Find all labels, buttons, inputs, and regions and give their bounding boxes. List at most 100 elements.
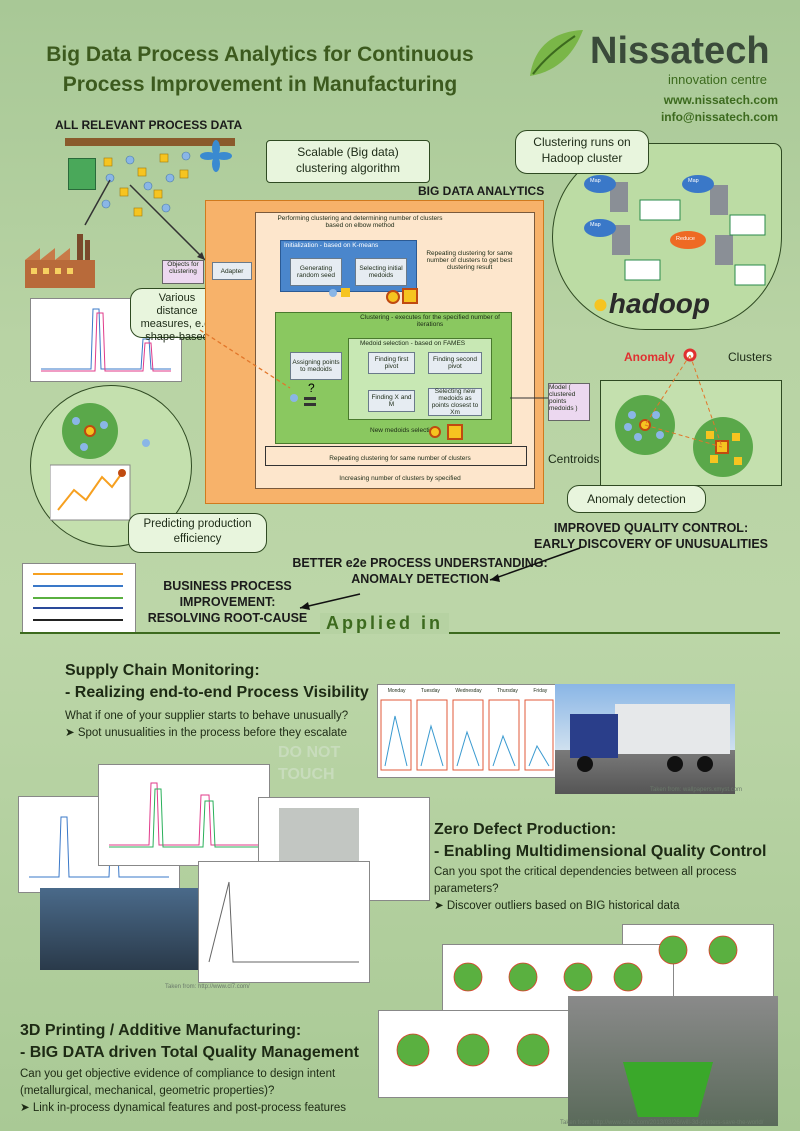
zero-credit: Taken from: http://www.cl7.com/ — [165, 984, 250, 990]
supply-chain-heading: Supply Chain Monitoring: - Realizing end… — [65, 660, 369, 704]
day-tuesday: Tuesday — [420, 688, 440, 694]
scalable-line-1: Scalable (Big data) — [297, 145, 399, 159]
website-link[interactable]: www.nissatech.com — [663, 93, 778, 107]
clusters-label: Clusters — [728, 350, 773, 364]
find-xm-step: Finding X and M — [368, 390, 415, 412]
repeat-same-box — [265, 446, 527, 466]
map-label-3: Map — [590, 222, 601, 228]
assign-points-step: Assigning points to medoids — [290, 352, 342, 380]
anomaly-detection-label: Anomaly detection — [567, 485, 706, 513]
conveyor-belt — [65, 138, 235, 146]
supply-bullet: Spot unusualities in the process before … — [77, 727, 347, 739]
first-pivot-step: Finding first pivot — [368, 352, 415, 374]
title-line-1: Big Data Process Analytics for Continuou… — [46, 43, 474, 66]
business-chart-thumbnail — [22, 563, 136, 633]
new-medoid-markers — [429, 424, 463, 440]
fan-blade-icons — [396, 935, 738, 1117]
improved-line-1: IMPROVED QUALITY CONTROL: — [553, 521, 749, 535]
hadoop-logo: ●hadoop — [592, 288, 711, 319]
touch-text: TOUCH — [278, 766, 335, 783]
truck-photo — [555, 684, 735, 794]
workers-photo — [40, 888, 200, 970]
predict-line-2: efficiency — [173, 533, 222, 545]
arrow-bullet-icon: ➤ — [434, 900, 447, 912]
outcome-arrows — [299, 547, 581, 610]
business-improvement-statement: BUSINESS PROCESS IMPROVEMENT: RESOLVING … — [140, 578, 315, 626]
email-link[interactable]: info@nissatech.com — [660, 110, 778, 124]
fan-blade-images — [378, 922, 778, 1127]
scalable-algorithm-label: Scalable (Big data) clustering algorithm — [266, 140, 430, 183]
zero-question-1: Can you spot the critical dependencies b… — [434, 866, 737, 878]
arrow-bullet-icon: ➤ — [20, 1102, 33, 1114]
title-line-2: Process Improvement in Manufacturing — [62, 73, 458, 96]
all-data-heading: ALL RELEVANT PROCESS DATA — [55, 118, 243, 132]
washing-machine-icon — [68, 158, 96, 190]
outer-process-label: Performing clustering and determining nu… — [277, 215, 443, 229]
prediction-illustration — [50, 403, 150, 521]
scalable-line-2: clustering algorithm — [295, 161, 401, 175]
day-wednesday: Wednesday — [455, 688, 482, 694]
hadoop-word: hadoop — [608, 288, 711, 319]
centroids-label: Centroids — [548, 452, 600, 466]
zero-h1: Zero Defect Production: — [434, 821, 617, 838]
weekday-labels: Monday Tuesday Wednesday Thursday Friday — [380, 688, 555, 698]
reduce-label: Reduce — [676, 236, 695, 242]
medoid-selection-label: Medoid selection - based on FAMES — [360, 340, 466, 347]
better-line-1: BETTER e2e PROCESS UNDERSTANDING: — [292, 556, 548, 570]
flow-lines — [199, 329, 548, 399]
better-process-statement: BETTER e2e PROCESS UNDERSTANDING: ANOMAL… — [290, 555, 550, 587]
clusters-illustration — [615, 348, 753, 477]
supply-question: What if one of your supplier starts to b… — [65, 710, 349, 722]
poster-title: Big Data Process Analytics for Continuou… — [20, 40, 500, 100]
hadoop-servers-diagram — [584, 175, 766, 286]
factory-icon — [25, 234, 95, 288]
clustering-exec-label: Clustering - executes for the specified … — [360, 314, 500, 328]
supply-h1: Supply Chain Monitoring: — [65, 662, 260, 679]
do-not-text: DO NOT — [278, 744, 341, 761]
svg-text:?: ? — [308, 381, 315, 395]
select-initial-step: Selecting initial medoids — [355, 258, 407, 286]
distance-line-1: Various distance — [156, 292, 198, 317]
medoid-markers — [329, 288, 418, 304]
hadoop-cluster-panel — [552, 143, 782, 330]
data-flow-arrows — [84, 179, 206, 261]
big-data-analytics-heading: BIG DATA ANALYTICS — [418, 184, 545, 198]
zero-question-2: parameters? — [434, 883, 499, 895]
initialization-label: Initialization - based on K-means — [284, 242, 379, 249]
print-credit: Taken from: http://www.cnbc.com/2013/03/… — [560, 1120, 764, 1126]
logo-name: Nissatech — [590, 30, 770, 72]
clustering-runs-line-2: Hadoop cluster — [541, 151, 623, 165]
map-label-2: Map — [688, 178, 699, 184]
logo-subtitle: innovation centre — [668, 72, 768, 87]
improved-quality-statement: IMPROVED QUALITY CONTROL: EARLY DISCOVER… — [520, 520, 782, 552]
supply-chain-text: What if one of your supplier starts to b… — [65, 708, 348, 742]
select-new-medoids-step: Selecting new medoids as points closest … — [428, 388, 482, 416]
improved-line-2: EARLY DISCOVERY OF UNUSUALITIES — [533, 537, 769, 551]
do-not-touch-sign: DO NOT TOUCH — [278, 742, 340, 786]
objects-for-clustering: Objects for clustering — [162, 260, 204, 284]
second-pivot-step: Finding second pivot — [428, 352, 482, 374]
arrow-bullet-icon: ➤ — [65, 727, 78, 739]
anomaly-label: Anomaly — [624, 350, 675, 364]
business-line-1: BUSINESS PROCESS — [163, 579, 292, 593]
zero-h2: - Enabling Multidimensional Quality Cont… — [434, 843, 767, 860]
question-mark-icon: ? — [290, 381, 316, 406]
applied-in-heading: Applied in — [320, 613, 449, 634]
zero-chart-2 — [98, 764, 270, 866]
business-line-3: RESOLVING ROOT-CAUSE — [147, 611, 308, 625]
3d-printing-heading: 3D Printing / Additive Manufacturing: - … — [20, 1020, 359, 1064]
print-h2: - BIG DATA driven Total Quality Manageme… — [20, 1044, 359, 1061]
predict-line-1: Predicting production — [143, 518, 252, 530]
business-line-2: IMPROVEMENT: — [179, 595, 276, 609]
data-points-cloud — [101, 151, 191, 217]
day-monday: Monday — [387, 688, 406, 694]
zero-defect-heading: Zero Defect Production: - Enabling Multi… — [434, 819, 766, 863]
3d-printing-text: Can you get objective evidence of compli… — [20, 1066, 346, 1117]
print-bullet: Link in-process dynamical features and p… — [32, 1102, 347, 1114]
predicting-efficiency-label: Predicting production efficiency — [128, 513, 267, 553]
day-friday: Friday — [533, 688, 548, 694]
print-h1: 3D Printing / Additive Manufacturing: — [20, 1022, 302, 1039]
print-question-2: (metallurgical, mechanical, geometric pr… — [20, 1085, 275, 1097]
zero-chart-4 — [198, 861, 370, 983]
day-thursday: Thursday — [497, 688, 518, 694]
